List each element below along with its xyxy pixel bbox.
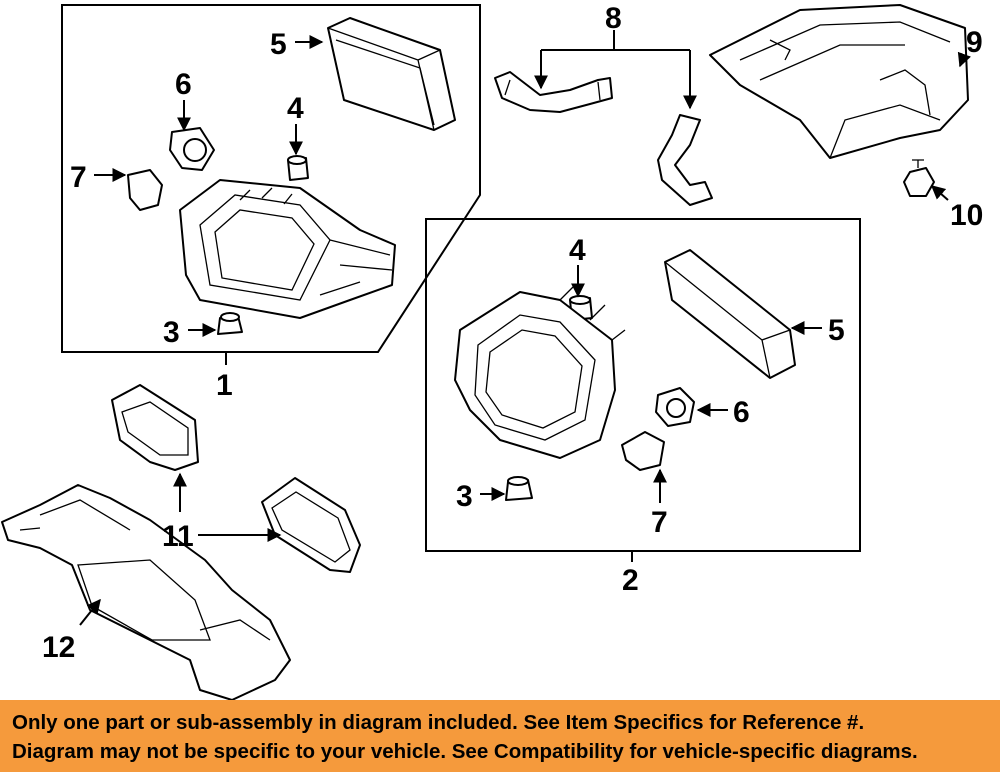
temperature-sensor-right [621,431,665,471]
callout-8: 8 [605,2,622,35]
temperature-sensor-upper [127,169,163,211]
breather-hose [494,71,713,206]
callout-7-right: 7 [651,506,668,539]
callout-12: 12 [42,631,75,664]
callout-5-right: 5 [828,314,845,347]
callout-4-right: 4 [569,234,586,267]
resonator-upper [111,384,199,471]
clip-right [505,476,533,501]
parts-diagram: 5 6 4 7 3 1 8 9 10 4 5 6 3 7 2 11 12 [1,2,983,700]
callout-2: 2 [622,564,639,597]
callout-6-upper: 6 [175,68,192,101]
assembly-2-frame [425,218,861,552]
callout-5-upper: 5 [270,28,287,61]
callout-7-upper: 7 [70,161,87,194]
disclaimer-line-1: Only one part or sub-assembly in diagram… [12,711,865,734]
callout-10: 10 [950,199,983,232]
callout-1: 1 [216,369,233,402]
mass-airflow-sensor-right [655,387,695,427]
engine-cover [709,4,969,159]
disclaimer-line-2: Diagram may not be specific to your vehi… [12,740,918,763]
air-cleaner-housing-upper [179,179,396,319]
air-filter-element-right [664,249,796,379]
air-cleaner-housing-right [454,284,626,459]
air-filter-element-upper [327,17,456,131]
callout-11: 11 [162,520,194,553]
callout-3-upper: 3 [163,316,180,349]
disclaimer-banner: Only one part or sub-assembly in diagram… [0,700,1000,772]
callout-4-upper: 4 [287,92,304,125]
assembly-1-frame [61,4,481,353]
clip-upper [217,312,243,335]
callout-6-right: 6 [733,396,750,429]
mass-airflow-sensor-upper [169,127,215,171]
mounting-bolt [903,159,935,197]
callout-9: 9 [966,26,983,59]
resonator-lower [261,477,361,573]
callout-3-right: 3 [456,480,473,513]
intake-duct-bracket [1,484,291,700]
grommet-upper [287,155,309,181]
